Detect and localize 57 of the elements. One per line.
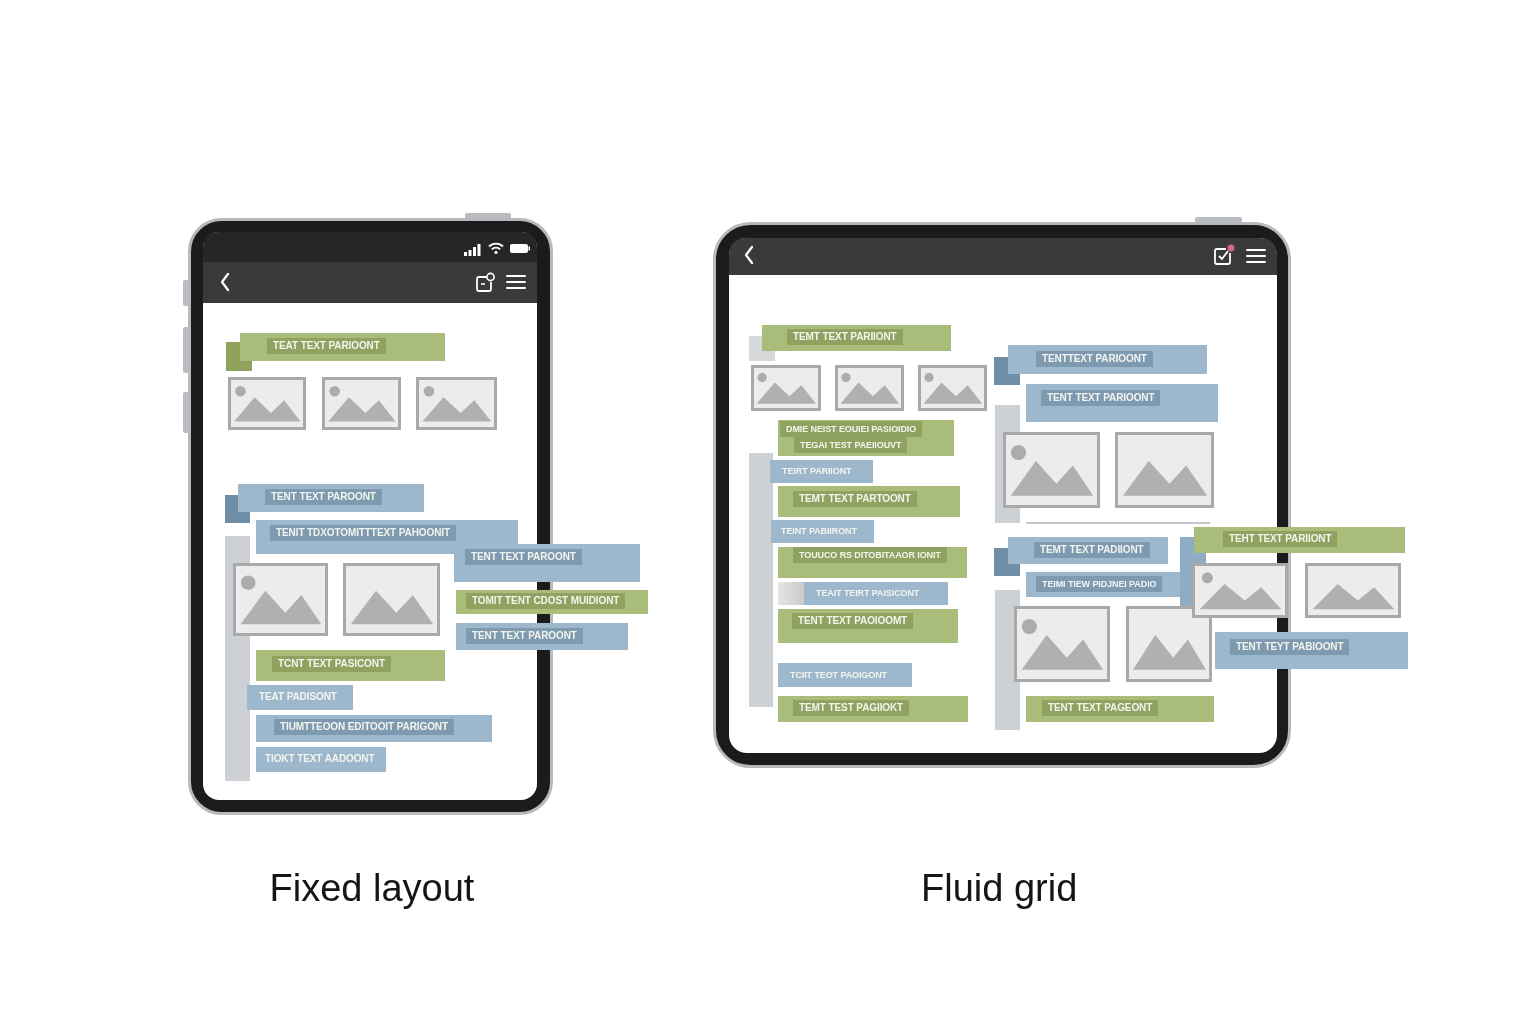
bar-text: TENT TEYT PABIOONT bbox=[1230, 639, 1350, 655]
bar-text: TEAT PADISONT bbox=[259, 691, 337, 703]
bar-text: TENT TEXT PAROONT bbox=[265, 489, 382, 505]
text-bar bbox=[770, 460, 873, 483]
bar-text: TEIRT PARIIONT bbox=[782, 465, 852, 477]
bar-text: TENIT TDXOTOMITTTEXT PAHOONIT bbox=[270, 525, 456, 541]
bar-text: TENT TEXT PAGEONT bbox=[1042, 700, 1159, 716]
bar-text: TENT TEXT PARIOONT bbox=[1041, 390, 1161, 406]
text-bar bbox=[240, 333, 445, 361]
bar-text: TOUUCO RS DITOBITAAOR IONIT bbox=[793, 547, 947, 563]
bar-text: TEAIT TEIRT PAISICONT bbox=[816, 587, 920, 599]
bar-text: TENTTEXT PARIOONT bbox=[1036, 351, 1153, 367]
bar-text: TEMT TEXT PARTOONT bbox=[793, 491, 917, 507]
text-bar bbox=[778, 609, 958, 643]
bar-text: TENT TEXT PAOIOOMT bbox=[792, 613, 914, 629]
text-bar bbox=[1194, 527, 1405, 553]
text-bar bbox=[778, 547, 967, 578]
text-bar bbox=[1008, 345, 1207, 374]
text-bar bbox=[454, 544, 640, 582]
text-bar bbox=[256, 520, 518, 554]
bar-text: TEMT TEXT PADIIONT bbox=[1034, 542, 1150, 558]
bar-text: TCNT TEXT PASICONT bbox=[272, 656, 391, 672]
text-bar bbox=[456, 623, 628, 650]
caption: Fixed layout bbox=[269, 866, 475, 910]
text-bar bbox=[1026, 384, 1218, 422]
text-bar bbox=[804, 582, 948, 605]
text-bar bbox=[1008, 537, 1168, 564]
bar-text: TEAT TEXT PARIOONT bbox=[267, 338, 386, 354]
bar-text: TEGAI TEST PAEIIOUVT bbox=[794, 437, 908, 453]
bar-text: TEMT TEST PAGIIOKT bbox=[793, 700, 910, 716]
text-bar bbox=[456, 590, 648, 614]
bar-text: TEHT TEXT PARIIONT bbox=[1223, 531, 1338, 547]
text-bar bbox=[247, 685, 353, 710]
bar-text: TEINT PABIIRONT bbox=[781, 525, 857, 537]
bar-text: TEIMI TIEW PIDJNEI PADIO bbox=[1036, 576, 1163, 592]
bar-text: TENT TEXT PAROONT bbox=[465, 549, 582, 565]
text-bar bbox=[771, 520, 874, 543]
text-bar bbox=[762, 325, 951, 351]
text-bar bbox=[1026, 696, 1214, 722]
text-bar bbox=[778, 696, 968, 722]
text-bar bbox=[238, 484, 424, 512]
text-bar bbox=[256, 715, 492, 742]
text-bar bbox=[778, 486, 960, 517]
text-bar bbox=[1026, 572, 1180, 597]
bar-text: TIOKT TEXT AADOONT bbox=[265, 753, 375, 765]
bar-text: TIUMTTEOON EDITOOIT PARIGONT bbox=[274, 719, 454, 735]
text-bar bbox=[778, 663, 912, 687]
bar-text: TEMT TEXT PARIIONT bbox=[787, 329, 903, 345]
bar-text: TCIIT TEOT PAOIGONT bbox=[790, 669, 887, 681]
bar-text: TENT TEXT PAROONT bbox=[466, 628, 583, 644]
text-bar bbox=[256, 650, 445, 681]
text-bar bbox=[256, 747, 386, 772]
caption: Fluid grid bbox=[921, 866, 1078, 910]
text-bar bbox=[778, 420, 954, 456]
text-bar bbox=[1215, 632, 1408, 669]
bar-text: DMIE NEIST EOUIEI PASIOIDIO bbox=[780, 421, 923, 437]
bar-text: TOMIT TENT CDOST MUIDIONT bbox=[466, 593, 626, 609]
